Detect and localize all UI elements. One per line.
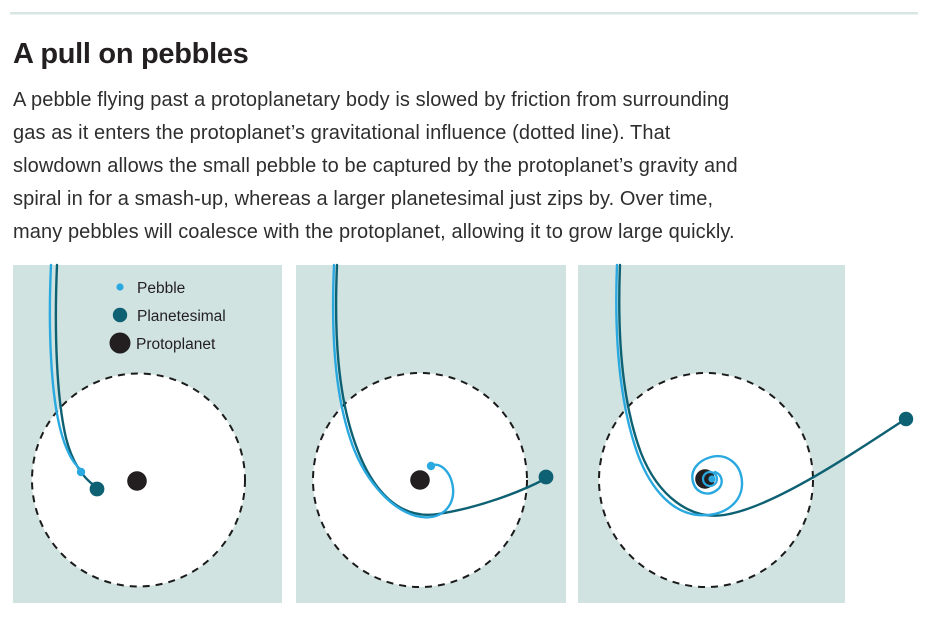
page-title: A pull on pebbles <box>13 38 249 70</box>
pebble-trajectory-panel-2 <box>331 263 455 519</box>
top-rule <box>10 12 918 15</box>
paragraph-line: A pebble flying past a protoplanetary bo… <box>13 89 730 111</box>
paragraph-line: slowdown allows the small pebble to be c… <box>13 155 738 177</box>
pebble-dot-panel-2 <box>426 461 436 471</box>
protoplanet-dot-panel-1 <box>127 471 147 491</box>
legend-label-protoplanet: Protoplanet <box>136 336 216 353</box>
planetesimal-dot-panel-2 <box>538 469 554 485</box>
planetesimal-dot-panel-1 <box>89 481 105 497</box>
pebble-dot-panel-1 <box>76 467 86 477</box>
pebble-dot-panel-3 <box>708 475 716 483</box>
pebble-spiral-inner-loop <box>701 470 719 488</box>
planetesimal-dot-panel-3 <box>898 411 914 427</box>
legend-planetesimal-swatch <box>112 307 128 323</box>
paragraph-line: gas as it enters the protoplanet’s gravi… <box>13 122 671 144</box>
legend-label-pebble: Pebble <box>137 280 185 297</box>
protoplanet-dot-panel-2 <box>410 470 430 490</box>
legend-label-planetesimal: Planetesimal <box>137 308 226 325</box>
planetesimal-trajectory-panel-2 <box>334 263 545 516</box>
pebble-trajectory-panel-1 <box>48 263 82 471</box>
legend-protoplanet-swatch <box>109 332 131 354</box>
protoplanet-dot-panel-3 <box>695 469 715 489</box>
legend-pebble-swatch <box>116 283 124 291</box>
intro-paragraph: A pebble flying past a protoplanetary bo… <box>13 84 738 249</box>
pebble-spiral-trajectory-panel-3 <box>615 263 744 517</box>
paragraph-line: many pebbles will coalesce with the prot… <box>13 221 735 243</box>
planetesimal-trajectory-panel-3 <box>618 263 903 517</box>
paragraph-line: spiral in for a smash-up, whereas a larg… <box>13 188 714 210</box>
